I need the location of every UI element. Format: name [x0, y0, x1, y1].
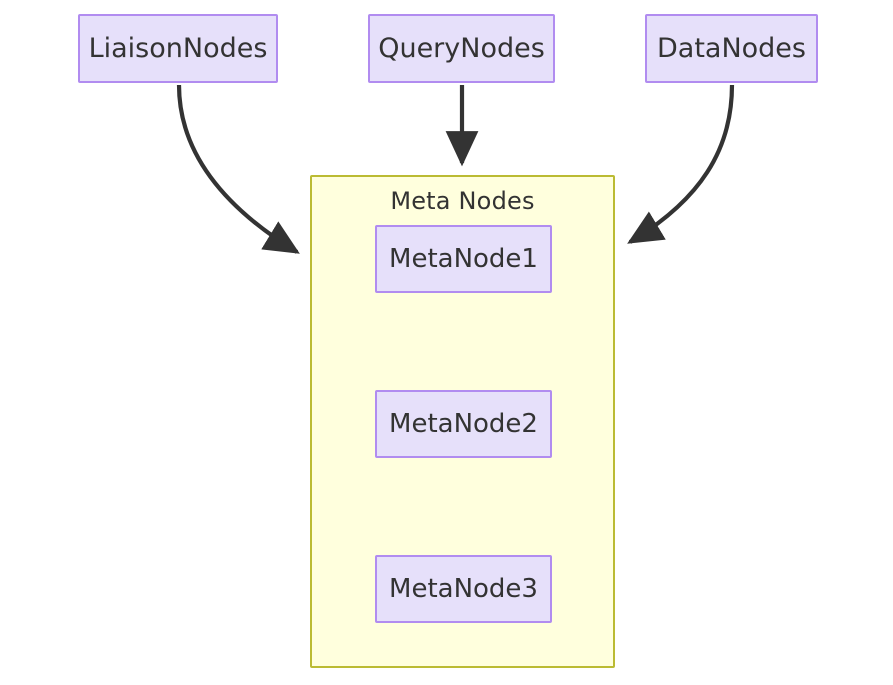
node-datanodes[interactable]: DataNodes: [645, 14, 818, 83]
edge-datanodes-to-metanodes: [627, 84, 735, 244]
edge-liaisonnodes-to-metanodes: [176, 84, 300, 254]
node-label-datanodes: DataNodes: [656, 33, 806, 64]
node-metanode1[interactable]: MetaNode1: [375, 225, 552, 293]
node-label-liaisonnodes: LiaisonNodes: [88, 33, 268, 64]
subgraph-title-meta-nodes: Meta Nodes: [390, 187, 535, 215]
node-metanode3[interactable]: MetaNode3: [375, 555, 552, 623]
node-label-metanode3: MetaNode3: [389, 574, 538, 604]
node-label-querynodes: QueryNodes: [378, 33, 545, 64]
node-label-metanode1: MetaNode1: [389, 244, 538, 274]
node-querynodes[interactable]: QueryNodes: [368, 14, 555, 83]
node-metanode2[interactable]: MetaNode2: [375, 390, 552, 458]
node-label-metanode2: MetaNode2: [389, 409, 538, 439]
node-liaisonnodes[interactable]: LiaisonNodes: [78, 14, 278, 83]
